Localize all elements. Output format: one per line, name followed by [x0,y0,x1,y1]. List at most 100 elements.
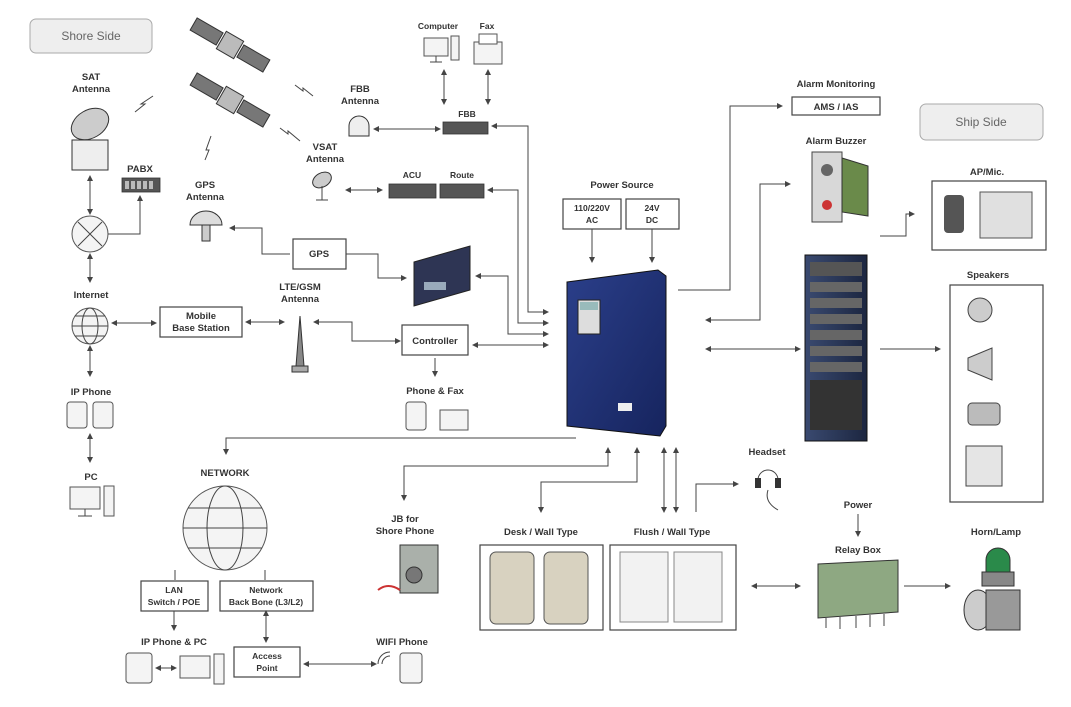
acu-device [388,183,437,199]
shore-side-badge: Shore Side [29,18,153,54]
svg-text:FBB: FBB [350,84,370,95]
sat-dish-icon [70,107,110,171]
wireless-link-icon [134,95,154,113]
svg-text:GPS: GPS [195,180,215,191]
satellite-icon [189,17,271,73]
gps-antenna-icon [189,210,223,242]
gps-antenna-label: GPS Antenna [186,180,225,203]
svg-text:DC: DC [646,215,658,225]
fbb-terminal [442,121,489,135]
router-label: Route [450,170,474,180]
dc-power-box: 24V DC [625,198,680,230]
svg-text:VSAT: VSAT [313,142,338,153]
lan-switch-box: LAN Switch / POE [140,580,209,612]
mobile-base-station-box: Mobile Base Station [159,306,243,338]
svg-text:SAT: SAT [82,72,100,83]
fbb-antenna-label: FBB Antenna [341,84,380,107]
lte-antenna-icon [291,315,309,373]
ac-power-box: 110/220V AC [562,198,622,230]
svg-text:Switch / POE: Switch / POE [148,597,201,607]
wireless-link-icon [294,84,314,97]
svg-text:Mobile: Mobile [186,311,216,322]
power-source-label: Power Source [590,180,653,191]
ams-ias-box: AMS / IAS [791,96,881,116]
ip-phone-pc-label: IP Phone & PC [141,637,207,648]
network-label: NETWORK [200,468,249,479]
svg-text:AP/Mic.: AP/Mic. [970,167,1004,178]
svg-text:Antenna: Antenna [306,154,345,165]
svg-text:Antenna: Antenna [72,84,111,95]
computer-label: Computer [418,21,459,31]
headset-icon [755,469,781,511]
ap-mic-panel: AP/Mic. [931,167,1047,251]
controller-box: Controller [401,324,469,356]
gps-box: GPS [292,238,347,270]
speakers-panel [949,284,1044,503]
svg-text:Antenna: Antenna [341,96,380,107]
power-label: Power [844,500,873,511]
vsat-dish-icon [312,171,332,201]
gps-receiver-device [413,245,471,307]
svg-text:Access: Access [252,651,282,661]
relay-box-label: Relay Box [835,545,882,556]
alarm-monitoring-label: Alarm Monitoring [797,79,876,90]
router-device [439,183,485,199]
ship-side-label: Ship Side [955,115,1007,129]
pc-label: PC [84,472,97,483]
svg-text:110/220V: 110/220V [574,203,610,213]
flush-wall-phones-panel [609,544,737,631]
fbb-label: FBB [458,109,475,119]
pabx-label: PABX [127,164,153,175]
wireless-link-icon [204,135,212,161]
network-globe-icon [182,485,268,571]
fbb-dome-icon [348,115,370,137]
svg-text:AMS / IAS: AMS / IAS [814,102,859,113]
fax-icon [473,33,503,65]
fax-label: Fax [480,21,495,31]
wifi-phone-label: WIFI Phone [376,637,428,648]
phone-fax-label: Phone & Fax [406,386,464,397]
pabx-device: PABX [121,164,161,193]
svg-text:Controller: Controller [412,336,458,347]
lte-antenna-label: LTE/GSM Antenna [279,282,321,305]
ip-phone-icon [66,401,114,429]
pc-icon [69,485,115,517]
svg-text:LTE/GSM: LTE/GSM [279,282,321,293]
wireless-link-icon [279,127,301,142]
router-hub-icon [71,215,109,253]
desk-wall-phones-panel [479,544,604,631]
vsat-antenna-label: VSAT Antenna [306,142,345,165]
network-backbone-box: Network Back Bone (L3/L2) [219,580,314,612]
audio-rack [804,254,868,442]
ip-phone-pc-icon [125,652,225,685]
internet-globe-icon [71,307,109,345]
horn-lamp-device [963,547,1021,631]
svg-text:Back Bone (L3/L2): Back Bone (L3/L2) [229,597,303,607]
headset-label: Headset [749,447,787,458]
speakers-label: Speakers [967,270,1009,281]
horn-lamp-label: Horn/Lamp [971,527,1021,538]
svg-text:Point: Point [256,663,277,673]
jb-shore-phone-device [377,544,439,594]
computer-icon [423,35,460,63]
internet-label: Internet [74,290,110,301]
svg-text:Network: Network [249,585,283,595]
svg-text:Base Station: Base Station [172,323,230,334]
shore-side-label: Shore Side [61,29,121,43]
svg-text:Antenna: Antenna [186,192,225,203]
satellite-icon [189,72,271,128]
svg-text:24V: 24V [644,203,659,213]
ship-side-badge: Ship Side [919,103,1044,141]
ip-phone-label: IP Phone [71,387,111,398]
acu-label: ACU [403,170,421,180]
svg-text:AC: AC [586,215,598,225]
jb-shore-phone-label: JB for Shore Phone [376,514,435,537]
flush-wall-type-label: Flush / Wall Type [634,527,711,538]
phone-fax-icon [405,401,469,431]
relay-box-device [817,559,899,629]
access-point-box: Access Point [233,646,301,678]
main-exchange-cabinet [566,269,667,437]
wifi-phone-icon [377,651,423,684]
alarm-buzzer-device [811,151,869,223]
